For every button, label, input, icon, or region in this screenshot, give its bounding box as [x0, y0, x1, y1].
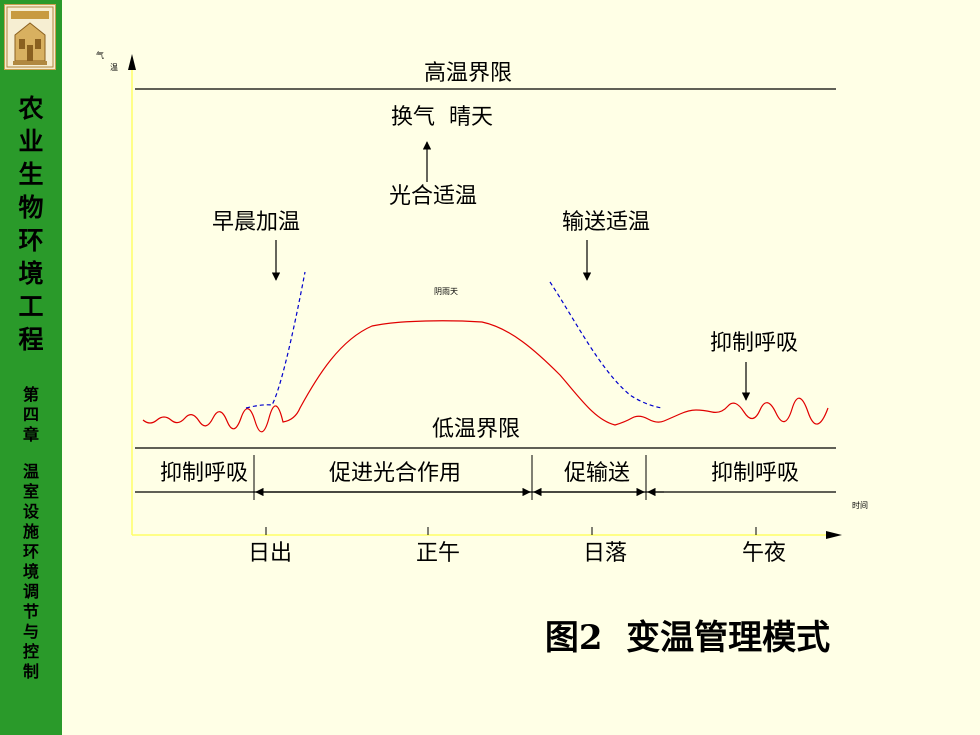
morning-heating-label: 早晨加温	[212, 210, 300, 235]
suppress-resp-label: 抑制呼吸	[710, 331, 798, 356]
sunny-curve	[142, 320, 829, 433]
sidebar: 农业生物环境工程 第四章 温室设施环境调节与控制	[0, 0, 62, 735]
phase-transport: 促输送	[564, 461, 630, 486]
phase-suppress-resp-2: 抑制呼吸	[711, 461, 799, 486]
phase-photosynthesis: 促进光合作用	[329, 461, 461, 486]
cloudy-rainy-label: 阴雨天	[434, 287, 458, 296]
tick-label-sunset: 日落	[583, 541, 627, 566]
phase-suppress-resp-1: 抑制呼吸	[160, 461, 248, 486]
y-axis-label-1: 气	[96, 50, 104, 60]
y-axis-label-2: 温	[110, 63, 118, 72]
temperature-management-diagram: 气 温 时间 高温界限 低温界限 换气 晴天 光合适温 早晨加温 输送适温 阴雨…	[96, 50, 868, 566]
course-title: 农业生物环境工程	[18, 94, 44, 354]
y-axis-arrow	[128, 54, 136, 70]
cloudy-curve-evening	[549, 281, 663, 409]
tick-label-noon: 正午	[416, 541, 460, 566]
tick-label-sunrise: 日出	[248, 541, 292, 566]
university-logo	[4, 4, 56, 70]
ventilate-sunny-label: 换气 晴天	[391, 105, 493, 130]
high-limit-label: 高温界限	[424, 61, 512, 86]
photosynthesis-temp-label: 光合适温	[389, 184, 477, 209]
cloudy-curve-morning	[245, 271, 306, 409]
section-title: 温室设施环境调节与控制	[22, 462, 39, 681]
transport-temp-label: 输送适温	[562, 210, 650, 235]
low-limit-label: 低温界限	[432, 417, 520, 442]
tick-label-midnight: 午夜	[742, 541, 786, 566]
x-axis-arrow	[826, 531, 842, 539]
chapter-label: 第四章	[22, 385, 39, 444]
x-axis-label: 时间	[852, 500, 868, 510]
figure-caption: 图2 变温管理模式	[544, 618, 831, 658]
